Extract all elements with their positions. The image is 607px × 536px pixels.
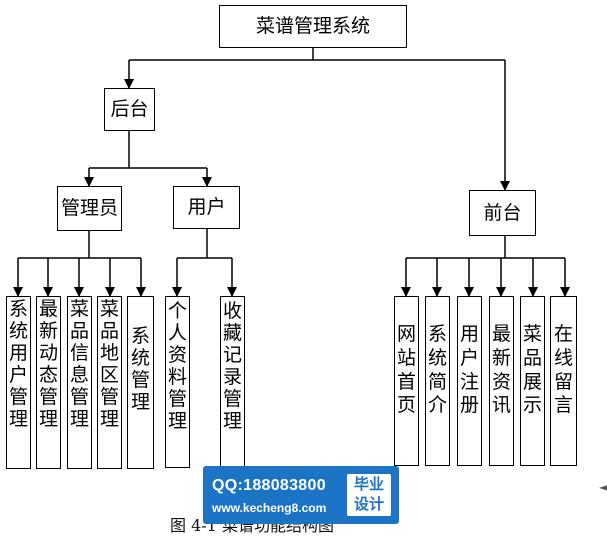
admin-node-label: 管理员: [60, 197, 118, 219]
leaf-favorites-manage: 收藏记录管理: [220, 296, 245, 468]
leaf-profile-manage: 个人资料管理: [165, 296, 190, 468]
leaf-latest-news: 最新资讯: [489, 296, 514, 466]
root-node: 菜谱管理系统: [219, 5, 407, 48]
leaf-dish-region-manage: 菜品地区管理: [97, 296, 122, 469]
leaf-dish-display: 菜品展示: [520, 296, 545, 466]
leaf-system-user-manage: 系统用户管理: [6, 296, 31, 469]
leaf-news-manage: 最新动态管理: [36, 296, 61, 469]
backend-node: 后台: [104, 88, 155, 131]
backend-node-label: 后台: [110, 98, 149, 120]
watermark-badge: 毕业 设计: [347, 474, 391, 516]
admin-node: 管理员: [57, 186, 122, 231]
watermark-url: www.kecheng8.com: [212, 501, 327, 515]
frontend-node-label: 前台: [483, 201, 522, 224]
leaf-dish-info-manage: 菜品信息管理: [67, 296, 92, 469]
user-node-label: 用户: [187, 196, 226, 218]
root-node-label: 菜谱管理系统: [255, 15, 370, 37]
leaf-message-board: 在线留言: [550, 296, 577, 466]
leaf-intro: 系统简介: [425, 296, 450, 466]
leaf-home: 网站首页: [394, 296, 419, 466]
leaf-register: 用户注册: [457, 296, 482, 466]
left-arrow-icon: ◄: [599, 480, 607, 494]
leaf-system-manage: 系统管理: [127, 296, 154, 469]
watermark-banner: QQ:188083800 www.kecheng8.com 毕业 设计: [203, 466, 399, 524]
user-node: 用户: [173, 186, 240, 229]
watermark-badge-line1: 毕业: [353, 475, 384, 493]
watermark-badge-line2: 设计: [353, 495, 384, 513]
frontend-node: 前台: [469, 190, 536, 236]
watermark-qq: QQ:188083800: [212, 477, 326, 494]
